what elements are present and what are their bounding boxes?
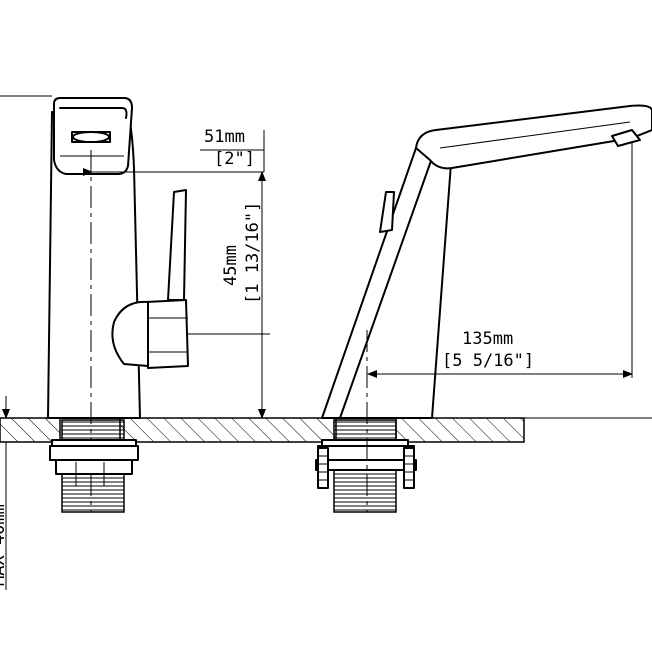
countertop-deck: [0, 417, 652, 443]
spout-aerator-tip: [611, 129, 641, 147]
mounting-shank-upper: [61, 419, 125, 443]
dim-max-40mm: MAX 40mm: [0, 396, 10, 590]
deck-section-left: [0, 417, 61, 443]
dim-45mm-metric: 45mm: [221, 245, 241, 286]
mounting-bolt-right: [403, 447, 415, 489]
handle-lever: [167, 189, 187, 301]
dim-51mm: 51mm [2"]: [0, 95, 265, 176]
spout-arm: [415, 104, 652, 170]
faucet-spout-front-view: [315, 104, 652, 513]
dim-51mm-imperial: [2"]: [214, 149, 255, 169]
handle-hub: [145, 299, 189, 369]
aerator: [72, 131, 110, 143]
deck-section-right: [395, 417, 525, 443]
deck-section-mid: [119, 417, 337, 443]
right-shank-upper: [333, 419, 397, 443]
mounting-bolt-left: [317, 447, 329, 489]
mounting-nut: [55, 459, 133, 475]
right-shank-lower: [333, 469, 397, 513]
dim-135mm-imperial: [5 5/16"]: [442, 351, 534, 371]
spout-body: [321, 134, 453, 419]
dim-45mm: 45mm [1 13/16"]: [188, 171, 270, 419]
handle-lever-rear: [379, 191, 395, 233]
single-handle-faucet-side-view: [47, 97, 189, 513]
mounting-shank-lower: [61, 473, 125, 513]
right-mounting-plate: [317, 445, 415, 461]
dim-max-40mm-label: MAX 40mm: [0, 504, 9, 586]
dim-45mm-imperial: [1 13/16"]: [243, 202, 263, 304]
dim-51mm-metric: 51mm: [204, 127, 245, 147]
dim-135mm-metric: 135mm: [462, 329, 513, 349]
dim-135mm: 135mm [5 5/16"]: [367, 142, 633, 378]
